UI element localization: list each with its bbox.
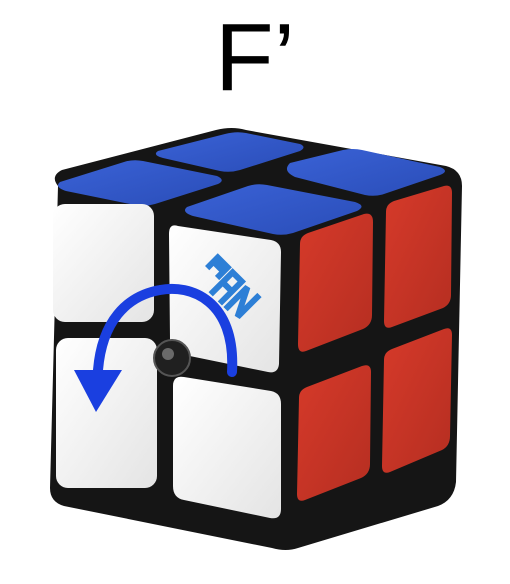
gan-logo <box>205 253 262 319</box>
sticker-front-bottom-right <box>173 376 281 519</box>
sticker-right-top-right <box>384 185 452 328</box>
sticker-right-bottom-left <box>297 365 371 501</box>
sticker-top-back <box>155 132 304 172</box>
sticker-top-right <box>286 149 445 196</box>
right-face <box>297 185 452 501</box>
sticker-top-front <box>185 184 362 235</box>
sticker-front-top-left <box>53 204 154 322</box>
sticker-top-left <box>58 160 222 206</box>
sticker-front-bottom-left <box>56 338 157 488</box>
sticker-right-top-left <box>298 213 373 352</box>
sticker-right-bottom-right <box>382 328 452 473</box>
move-label: F’ <box>215 4 295 111</box>
rotate-counterclockwise-icon <box>74 283 238 412</box>
top-face <box>58 132 445 235</box>
